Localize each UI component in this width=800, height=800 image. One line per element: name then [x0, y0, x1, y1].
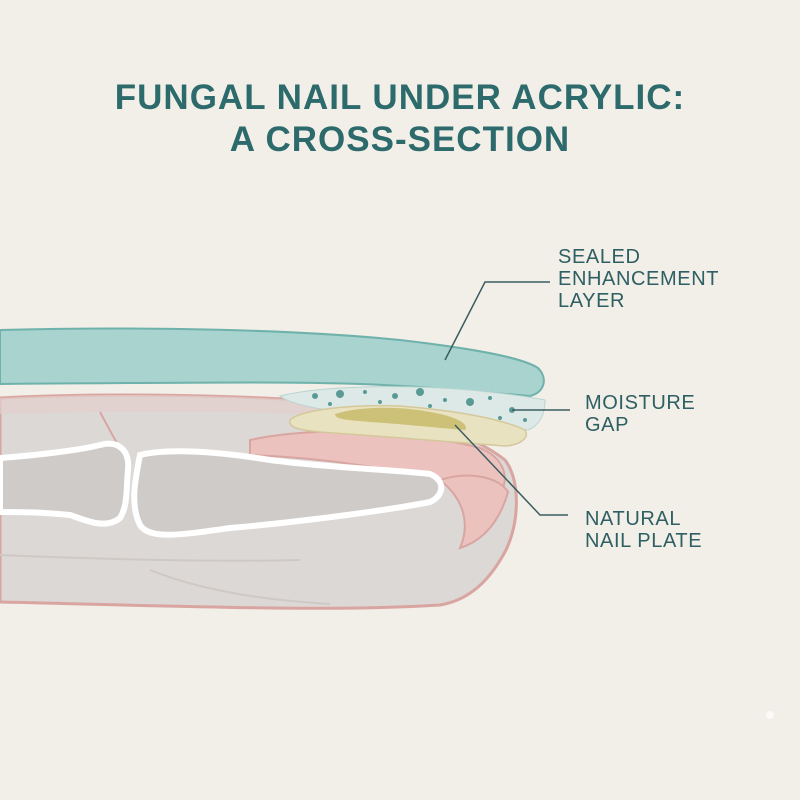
label-sealed-enhancement-layer: SEALED ENHANCEMENT LAYER	[558, 246, 720, 312]
leader-line-enhancement	[444, 281, 550, 361]
label-moisture-gap: MOISTURE GAP	[585, 392, 696, 436]
acrylic-enhancement-layer	[0, 327, 545, 398]
distal-phalanx-bone	[131, 448, 445, 538]
fungal-spores	[312, 388, 527, 422]
label-natural-nail-plate: NATURAL NAIL PLATE	[585, 508, 703, 552]
fingertip-fold	[437, 474, 510, 550]
diagram-title-line-2: A CROSS-SECTION	[229, 120, 571, 159]
skin-crease	[149, 569, 331, 605]
diagram-title-line-1: FUNGAL NAIL UNDER ACRYLIC:	[114, 78, 686, 117]
decorative-glint	[766, 711, 774, 719]
skin-crease	[0, 554, 301, 562]
fungal-discoloration	[335, 407, 466, 430]
middle-phalanx-bone	[0, 440, 132, 527]
leader-line-nail-plate	[454, 424, 568, 516]
